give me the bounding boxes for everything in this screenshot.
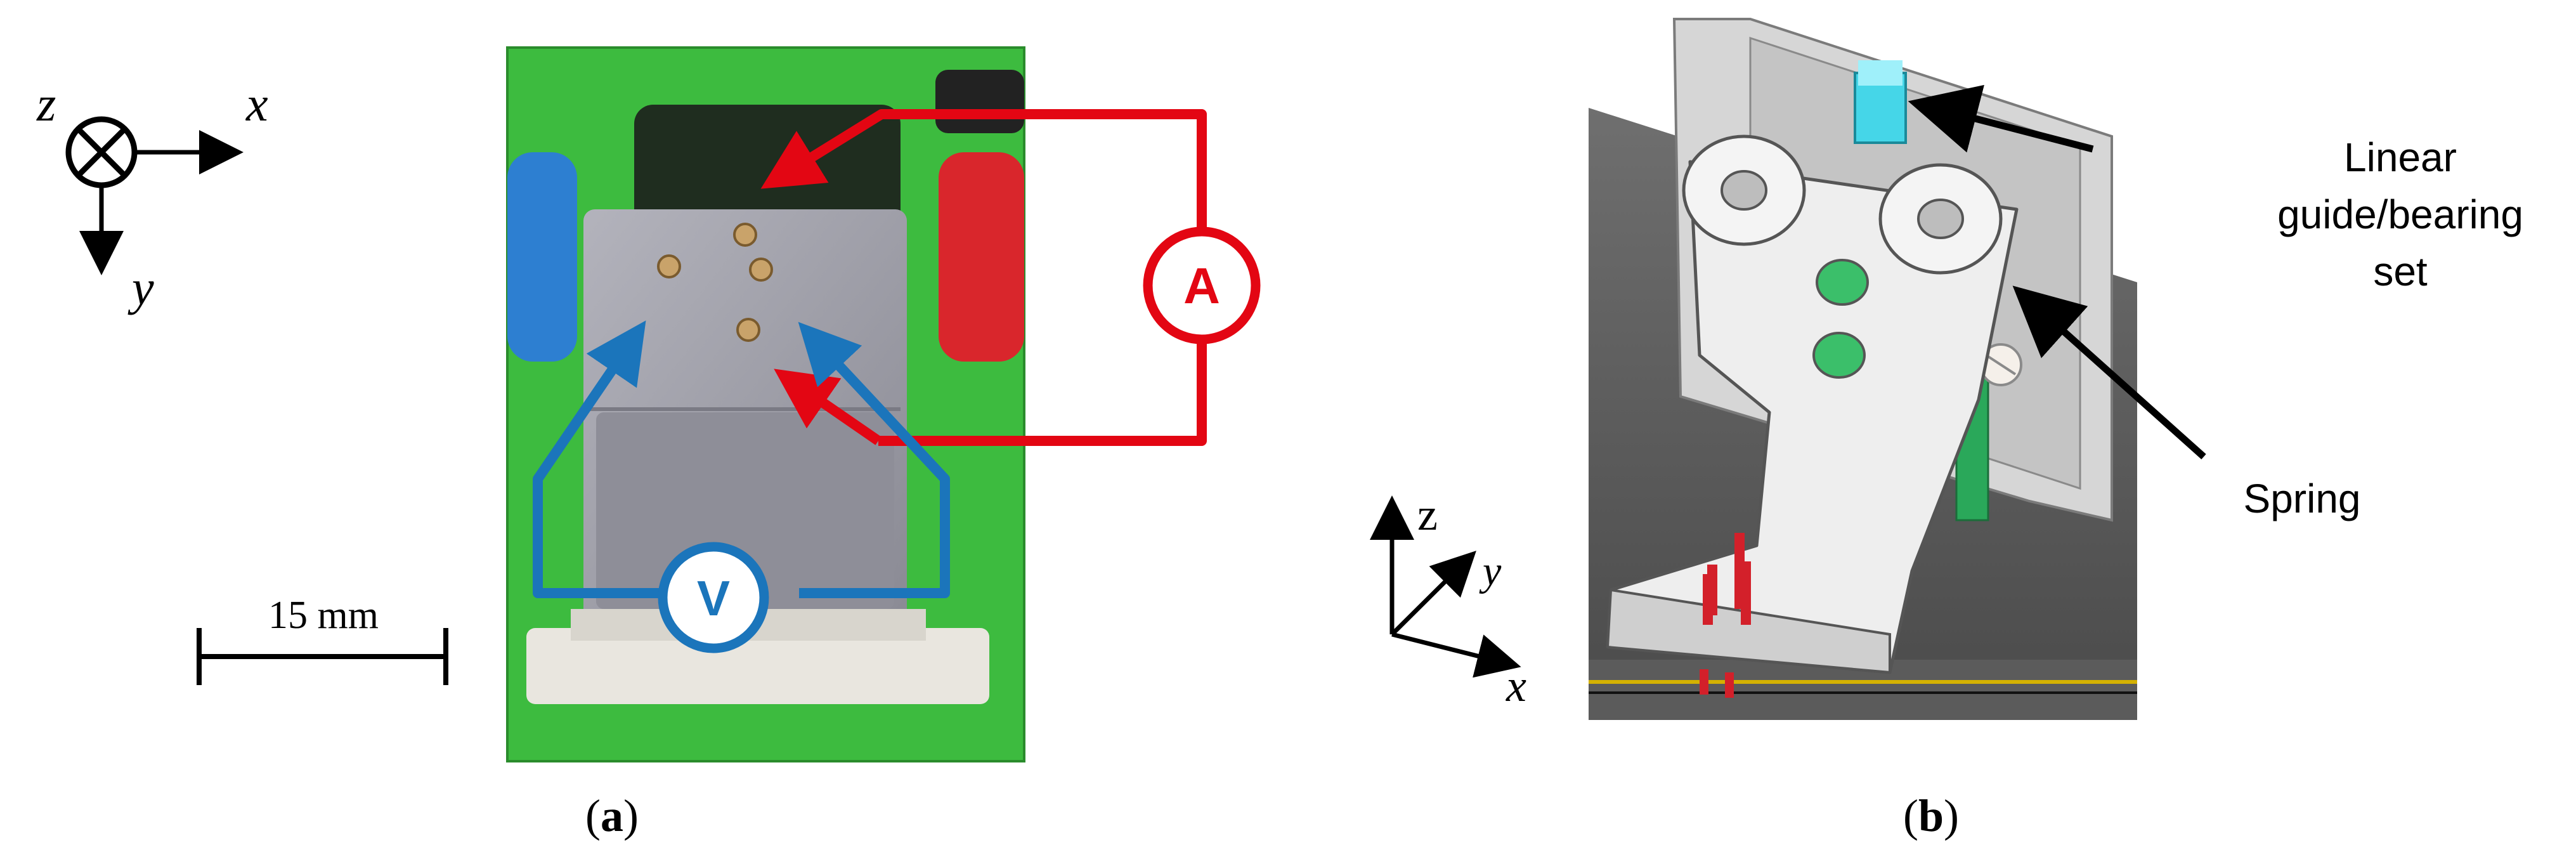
sensor-photo: [506, 46, 1025, 762]
ammeter-symbol: [1143, 226, 1261, 344]
red-probe-pins: [1700, 533, 1751, 698]
scale-bar-label: 15 mm: [268, 594, 379, 637]
axis-label-z: z: [36, 76, 56, 131]
linear-guide-arrow: [1908, 84, 2094, 153]
panel-b: Linear guide/bearing set Spring z y x (b…: [1370, 18, 2523, 841]
axis-label-x-b: x: [1506, 660, 1526, 711]
blue-plug: [507, 152, 577, 362]
axes-b: z y x: [1370, 489, 1526, 711]
axes-a: z x y: [36, 76, 268, 315]
panel-a: z x y 15 mm: [36, 46, 1261, 841]
voltmeter-circuit: V: [533, 320, 950, 653]
ammeter-circuit: A: [760, 109, 1261, 446]
axis-label-y-b: y: [1479, 548, 1502, 594]
voltmeter-symbol: [658, 542, 769, 653]
panel-caption-a: (a): [585, 790, 639, 841]
panel-caption-b: (b): [1903, 790, 1959, 841]
probe-pins: [657, 223, 773, 342]
axis-label-z-b: z: [1417, 489, 1438, 540]
voltmeter-label: V: [697, 570, 730, 626]
axis-label-x: x: [245, 76, 268, 131]
spring-arrow: [2012, 285, 2206, 460]
probe-arm: [1606, 134, 2019, 698]
red-plug: [939, 152, 1024, 362]
linear-guide-label-1: Linear: [2344, 134, 2457, 180]
linear-guide-label-2: guide/bearing: [2277, 192, 2523, 237]
axis-label-y: y: [127, 260, 154, 315]
linear-guide-label-3: set: [2373, 249, 2428, 294]
spring-label: Spring: [2244, 476, 2361, 521]
base-plate: [526, 628, 989, 704]
ammeter-label: A: [1183, 258, 1220, 314]
scale-bar: 15 mm: [197, 594, 448, 685]
